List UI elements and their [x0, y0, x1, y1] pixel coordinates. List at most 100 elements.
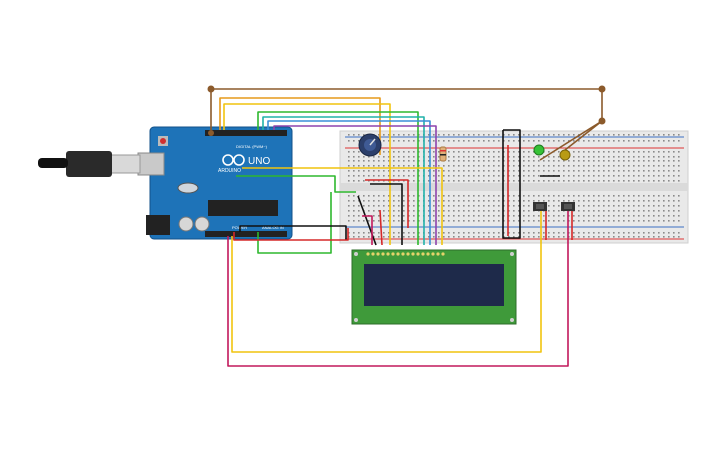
breadboard-hole[interactable] [608, 195, 610, 197]
breadboard-hole[interactable] [368, 200, 370, 202]
breadboard-hole[interactable] [398, 160, 400, 162]
breadboard-hole[interactable] [593, 232, 595, 234]
breadboard-hole[interactable] [488, 160, 490, 162]
breadboard-hole[interactable] [523, 200, 525, 202]
breadboard-hole[interactable] [578, 210, 580, 212]
breadboard-hole[interactable] [598, 180, 600, 182]
breadboard-hole[interactable] [438, 205, 440, 207]
breadboard-hole[interactable] [448, 210, 450, 212]
breadboard-hole[interactable] [618, 180, 620, 182]
breadboard-hole[interactable] [478, 232, 480, 234]
breadboard-hole[interactable] [388, 156, 390, 158]
breadboard-hole[interactable] [363, 236, 365, 238]
breadboard-hole[interactable] [573, 175, 575, 177]
breadboard-hole[interactable] [513, 220, 515, 222]
breadboard-hole[interactable] [558, 156, 560, 158]
breadboard-hole[interactable] [368, 210, 370, 212]
breadboard-hole[interactable] [593, 165, 595, 167]
breadboard-hole[interactable] [358, 170, 360, 172]
breadboard-hole[interactable] [413, 165, 415, 167]
breadboard-hole[interactable] [678, 232, 680, 234]
breadboard-hole[interactable] [483, 210, 485, 212]
lcd-pin[interactable] [381, 252, 385, 256]
breadboard-hole[interactable] [558, 160, 560, 162]
breadboard-hole[interactable] [523, 220, 525, 222]
breadboard-hole[interactable] [393, 170, 395, 172]
breadboard-hole[interactable] [653, 140, 655, 142]
breadboard-hole[interactable] [518, 232, 520, 234]
breadboard-hole[interactable] [378, 210, 380, 212]
breadboard-hole[interactable] [588, 220, 590, 222]
breadboard-hole[interactable] [498, 236, 500, 238]
breadboard-hole[interactable] [383, 165, 385, 167]
breadboard-hole[interactable] [453, 180, 455, 182]
breadboard-hole[interactable] [578, 156, 580, 158]
breadboard-hole[interactable] [613, 165, 615, 167]
breadboard-hole[interactable] [633, 151, 635, 153]
breadboard-hole[interactable] [428, 210, 430, 212]
breadboard-hole[interactable] [588, 151, 590, 153]
breadboard-hole[interactable] [498, 180, 500, 182]
breadboard-hole[interactable] [518, 205, 520, 207]
breadboard-hole[interactable] [453, 170, 455, 172]
pushbutton-2-cap[interactable] [564, 204, 572, 209]
breadboard-hole[interactable] [598, 140, 600, 142]
breadboard-hole[interactable] [383, 215, 385, 217]
breadboard-hole[interactable] [648, 205, 650, 207]
breadboard-hole[interactable] [633, 180, 635, 182]
breadboard-hole[interactable] [598, 170, 600, 172]
breadboard-hole[interactable] [413, 232, 415, 234]
breadboard-hole[interactable] [353, 175, 355, 177]
breadboard-hole[interactable] [573, 156, 575, 158]
breadboard-hole[interactable] [653, 210, 655, 212]
breadboard-hole[interactable] [563, 195, 565, 197]
breadboard-hole[interactable] [483, 170, 485, 172]
breadboard-hole[interactable] [433, 232, 435, 234]
breadboard-hole[interactable] [628, 195, 630, 197]
breadboard-hole[interactable] [543, 160, 545, 162]
breadboard-hole[interactable] [443, 180, 445, 182]
breadboard-hole[interactable] [448, 236, 450, 238]
breadboard-hole[interactable] [358, 175, 360, 177]
breadboard-hole[interactable] [518, 151, 520, 153]
breadboard-hole[interactable] [398, 151, 400, 153]
breadboard-hole[interactable] [663, 156, 665, 158]
breadboard-hole[interactable] [678, 151, 680, 153]
breadboard-hole[interactable] [653, 170, 655, 172]
breadboard-hole[interactable] [403, 156, 405, 158]
breadboard-hole[interactable] [443, 134, 445, 136]
breadboard-hole[interactable] [673, 210, 675, 212]
breadboard-hole[interactable] [463, 156, 465, 158]
breadboard-hole[interactable] [393, 156, 395, 158]
breadboard-hole[interactable] [498, 151, 500, 153]
breadboard-hole[interactable] [553, 210, 555, 212]
breadboard-hole[interactable] [443, 175, 445, 177]
breadboard-hole[interactable] [498, 140, 500, 142]
breadboard-hole[interactable] [648, 220, 650, 222]
breadboard-hole[interactable] [453, 165, 455, 167]
breadboard-hole[interactable] [673, 236, 675, 238]
breadboard-hole[interactable] [358, 215, 360, 217]
breadboard-hole[interactable] [438, 140, 440, 142]
breadboard-hole[interactable] [613, 170, 615, 172]
lcd-pin[interactable] [431, 252, 435, 256]
breadboard-hole[interactable] [598, 175, 600, 177]
breadboard-hole[interactable] [488, 140, 490, 142]
breadboard-hole[interactable] [468, 236, 470, 238]
breadboard-hole[interactable] [468, 220, 470, 222]
breadboard-hole[interactable] [448, 205, 450, 207]
breadboard-hole[interactable] [658, 220, 660, 222]
breadboard-hole[interactable] [358, 134, 360, 136]
breadboard-hole[interactable] [553, 205, 555, 207]
breadboard-hole[interactable] [538, 160, 540, 162]
breadboard-hole[interactable] [383, 134, 385, 136]
breadboard-hole[interactable] [633, 156, 635, 158]
breadboard-hole[interactable] [453, 215, 455, 217]
breadboard-hole[interactable] [438, 195, 440, 197]
breadboard-hole[interactable] [623, 175, 625, 177]
breadboard-hole[interactable] [443, 140, 445, 142]
breadboard-hole[interactable] [498, 200, 500, 202]
breadboard-hole[interactable] [483, 180, 485, 182]
breadboard-hole[interactable] [433, 195, 435, 197]
breadboard-hole[interactable] [528, 215, 530, 217]
